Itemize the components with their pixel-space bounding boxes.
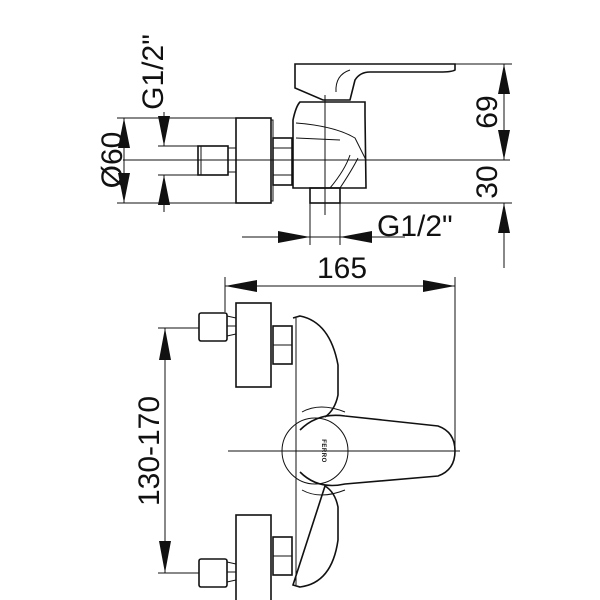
mixer-body-front — [291, 315, 339, 588]
arrow-icon — [340, 231, 372, 243]
dim-inlet-thread: G1/2" — [137, 34, 170, 110]
upper-wall-plate — [235, 302, 272, 388]
arrow-icon — [159, 541, 171, 573]
arrow-icon — [158, 175, 170, 205]
arrow-icon — [159, 328, 171, 360]
dim-69: 69 — [471, 95, 504, 128]
arrow-icon — [498, 203, 510, 233]
nut-detail — [273, 147, 292, 176]
body-detail — [295, 122, 367, 189]
arrow-icon — [225, 280, 257, 292]
arrow-icon — [278, 231, 310, 243]
dim-165: 165 — [317, 252, 367, 285]
dim-plate-diameter: Ø60 — [96, 132, 129, 189]
arrow-icon — [158, 116, 170, 146]
mixer-body-side — [292, 101, 367, 189]
lower-nipple — [198, 558, 228, 588]
hub-detail — [301, 406, 346, 496]
handle-inner — [335, 69, 351, 93]
lower-wall-plate — [235, 514, 272, 600]
front-view: 165 FERRO 130-170 — [133, 252, 460, 600]
nipple-thread — [226, 561, 237, 583]
arrow-icon — [118, 173, 130, 203]
dim-inlet-spacing: 130-170 — [133, 396, 166, 506]
handle-lever-side — [294, 63, 456, 101]
dim-30: 30 — [471, 165, 504, 198]
arrow-icon — [423, 280, 455, 292]
arrow-icon — [118, 118, 130, 148]
upper-nipple — [198, 312, 228, 342]
top-view: 69 30 G1/2" G1/2" Ø60 — [96, 34, 512, 268]
dim-outlet-thread: G1/2" — [377, 210, 453, 243]
nut — [272, 137, 293, 186]
arrow-icon — [498, 64, 510, 94]
nipple-thread — [226, 315, 237, 337]
arrow-icon — [498, 130, 510, 160]
